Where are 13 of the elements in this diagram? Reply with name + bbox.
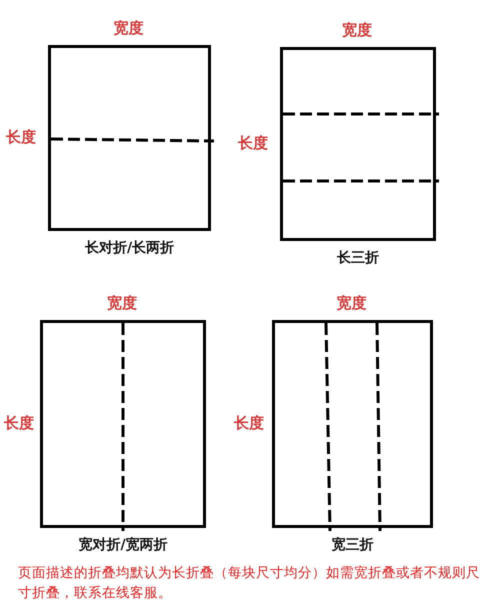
fold-caption: 长对折/长两折: [84, 239, 174, 257]
width-label: 宽度: [336, 294, 366, 313]
fold-caption: 长三折: [337, 249, 379, 267]
width-label: 宽度: [114, 19, 144, 38]
length-label: 长度: [6, 128, 36, 147]
width-label: 宽度: [342, 21, 372, 40]
length-label: 长度: [238, 134, 268, 153]
length-label: 长度: [4, 414, 34, 433]
fold-caption: 宽三折: [332, 536, 374, 554]
length-label: 长度: [234, 414, 264, 433]
fold-caption: 宽对折/宽两折: [78, 536, 168, 554]
width-label: 宽度: [107, 294, 137, 313]
note-text: 页面描述的折叠均默认为长折叠（每块尺寸均分）如需宽折叠或者不规则尺寸折叠，联系在线客服。: [18, 564, 481, 603]
